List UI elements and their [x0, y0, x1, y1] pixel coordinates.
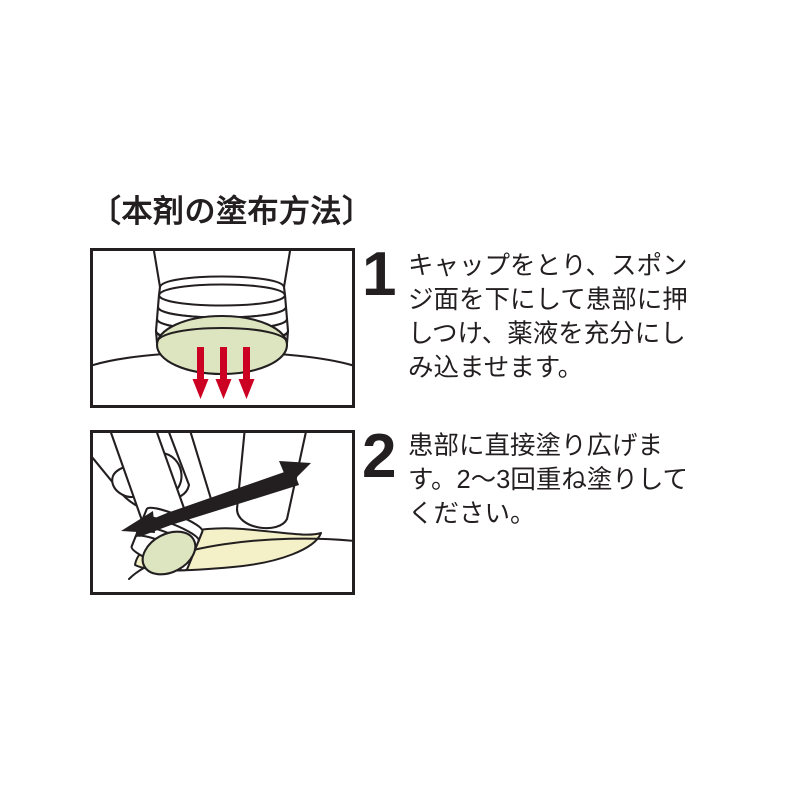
arrow-down-1	[192, 347, 209, 399]
step-instruction-2: 患部に直接塗り広げます。2〜3回重ね塗りしてください。	[408, 432, 689, 528]
hand-spreading-illustration	[93, 433, 352, 580]
page-title: 〔本剤の塗布方法〕	[90, 194, 374, 229]
illustration-panel-step-1	[90, 248, 355, 408]
step-number-1: 1	[362, 240, 397, 309]
sponge-pad	[141, 530, 197, 576]
arrow-down-2	[215, 347, 232, 399]
pressure-arrows	[192, 347, 255, 399]
spreading-arrow	[121, 461, 311, 537]
step-instruction-1: キャップをとり、スポンジ面を下にして患部に押しつけ、薬液を充分にしみ込ませます。	[408, 252, 688, 382]
arrow-down-3	[238, 347, 255, 399]
illustration-panel-step-2	[90, 430, 355, 595]
bottle-pressing-illustration	[93, 251, 352, 399]
step-number-2: 2	[362, 422, 397, 491]
